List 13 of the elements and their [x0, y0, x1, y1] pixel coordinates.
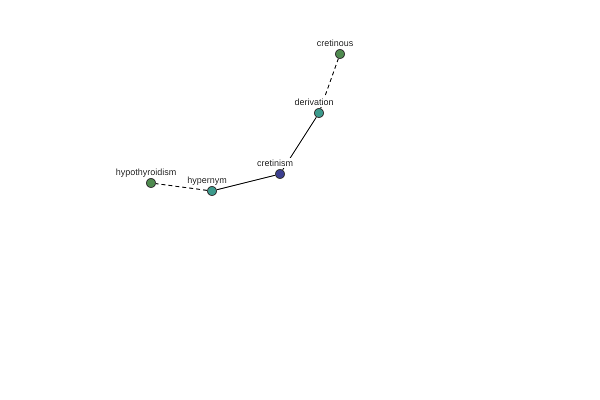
node-label: derivation: [294, 97, 334, 107]
node-label: cretinous: [316, 38, 354, 48]
dashed-line: [320, 58, 339, 109]
node-label: hypothyroidism: [116, 167, 176, 177]
node-label: cretinism: [257, 158, 293, 168]
node-circle: [146, 178, 156, 188]
node-label: hypernym: [187, 175, 227, 185]
dashed-line: [155, 183, 208, 191]
node-circle: [335, 49, 345, 59]
node-circle: [207, 186, 217, 196]
node-circle: [314, 108, 324, 118]
connector-line: [216, 174, 276, 190]
node-circle: [275, 169, 285, 179]
